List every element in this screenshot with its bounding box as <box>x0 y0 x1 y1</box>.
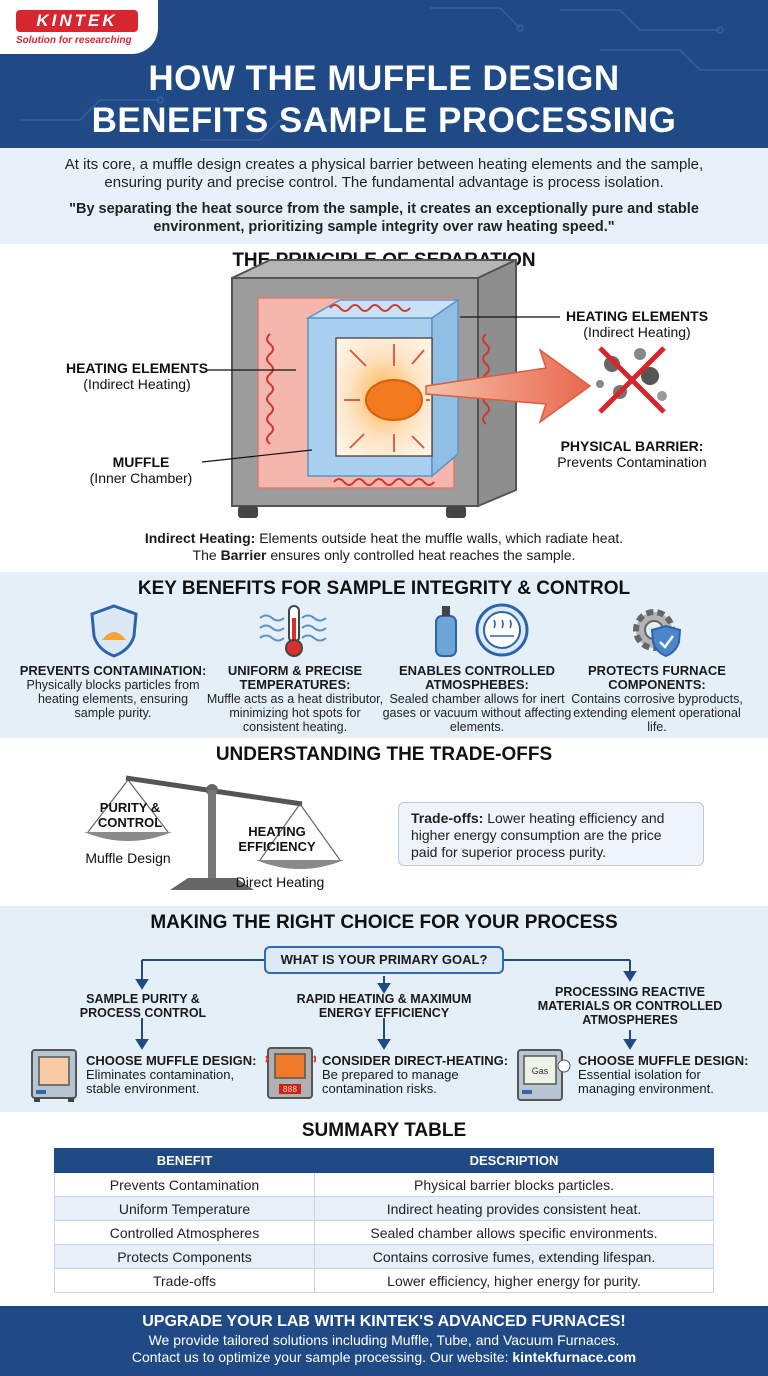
logo-tagline: Solution for researching <box>16 35 132 46</box>
benefit-controlled-atmospheres: ENABLES CONTROLLED ATMOSPHEBES: Sealed c… <box>382 663 572 735</box>
gas-cylinder-icon <box>435 603 529 657</box>
header-description: DESCRIPTION <box>314 1148 714 1173</box>
row-description: Indirect heating provides consistent hea… <box>314 1196 714 1221</box>
radiation-arrows <box>344 344 430 452</box>
tradeoffs-section: UNDERSTANDING THE TRADE-OFFS PURITY & CO… <box>0 738 768 906</box>
page-title: HOW THE MUFFLE DESIGN BENEFITS SAMPLE PR… <box>0 58 768 142</box>
decision-flow-lines <box>135 959 637 1050</box>
tradeoffs-callout: Trade-offs: Lower heating efficiency and… <box>398 802 704 866</box>
left-coil-icon <box>266 333 274 445</box>
result-muffle-purity: CHOOSE MUFFLE DESIGN:Eliminates contamin… <box>86 1053 257 1096</box>
website-link[interactable]: kintekfurnace.com <box>512 1349 637 1365</box>
muffle-furnace-icon <box>31 1049 77 1102</box>
barrier-arrow-icon <box>425 348 592 424</box>
benefit-protects-components: PROTECTS FURNACE COMPONENTS: Contains co… <box>571 663 743 735</box>
summary-table: BENEFIT DESCRIPTION Prevents Contaminati… <box>54 1148 714 1293</box>
row-benefit: Prevents Contamination <box>54 1172 315 1197</box>
benefits-title: KEY BENEFITS FOR SAMPLE INTEGRITY & CONT… <box>137 578 631 599</box>
row-description: Physical barrier blocks particles. <box>314 1172 714 1197</box>
benefit-prevents-contamination: PREVENTS CONTAMINATION: Physically block… <box>19 663 207 721</box>
label-physical-barrier: PHYSICAL BARRIER:Prevents Contamination <box>557 438 707 470</box>
header-banner: KINTEK Solution for researching HOW THE … <box>0 0 768 148</box>
thermometer-icon <box>259 605 327 657</box>
intro-section: At its core, a muffle design creates a p… <box>0 148 768 244</box>
primary-goal-box[interactable]: WHAT IS YOUR PRIMARY GOAL? <box>264 946 504 974</box>
header-benefit: BENEFIT <box>54 1148 315 1173</box>
title-line-2: BENEFITS SAMPLE PROCESSING <box>91 101 677 140</box>
footer-title: UPGRADE YOUR LAB WITH KINTEK'S ADVANCED … <box>142 1313 626 1330</box>
footer-line-2: Contact us to optimize your sample proce… <box>131 1349 637 1365</box>
sample-blob <box>365 379 423 421</box>
furnace-display-readout: 888 <box>283 1085 298 1094</box>
scale-right-sub: Direct Heating <box>235 874 325 890</box>
balance-scale-icon <box>84 775 344 890</box>
separation-note: Indirect Heating: Elements outside heat … <box>144 530 624 563</box>
row-benefit: Protects Components <box>54 1244 315 1269</box>
scale-left-sub: Muffle Design <box>85 850 171 866</box>
footer-cta: UPGRADE YOUR LAB WITH KINTEK'S ADVANCED … <box>0 1306 768 1376</box>
summary-title: SUMMARY TABLE <box>301 1120 467 1141</box>
label-heating-elements-left: HEATING ELEMENTS(Indirect Heating) <box>65 360 209 392</box>
row-benefit: Controlled Atmospheres <box>54 1220 315 1245</box>
row-description: Contains corrosive fumes, extending life… <box>314 1244 714 1269</box>
title-line-1: HOW THE MUFFLE DESIGN <box>148 59 620 98</box>
row-benefit: Trade-offs <box>54 1268 315 1293</box>
benefits-section: KEY BENEFITS FOR SAMPLE INTEGRITY & CONT… <box>0 572 768 738</box>
tradeoffs-title: UNDERSTANDING THE TRADE-OFFS <box>215 744 553 765</box>
shield-icon <box>90 604 138 658</box>
result-muffle-atmosphere: CHOOSE MUFFLE DESIGN:Essential isolation… <box>578 1053 749 1096</box>
atmosphere-furnace-icon: Gas <box>517 1049 571 1101</box>
result-direct-heating: CONSIDER DIRECT-HEATING:Be prepared to m… <box>322 1053 509 1096</box>
intro-text: At its core, a muffle design creates a p… <box>64 156 704 191</box>
gear-shield-icon <box>633 609 682 658</box>
summary-section: SUMMARY TABLE BENEFIT DESCRIPTION Preven… <box>0 1112 768 1306</box>
benefit-uniform-temperatures: UNIFORM & PRECISE TEMPERATURES: Muffle a… <box>206 663 384 735</box>
label-heating-elements-right: HEATING ELEMENTS(Indirect Heating) <box>565 308 709 340</box>
row-benefit: Uniform Temperature <box>54 1196 315 1221</box>
scale-right-title: HEATING EFFICIENCY <box>238 824 316 854</box>
footer-line-1: We provide tailored solutions including … <box>148 1332 620 1348</box>
goal-option-reactive-materials: PROCESSING REACTIVE MATERIALS OR CONTROL… <box>537 985 723 1027</box>
separation-section: THE PRINCIPLE OF SEPARATION <box>0 244 768 572</box>
intro-quote: "By separating the heat source from the … <box>69 201 699 235</box>
bottom-coil-icon <box>333 478 435 486</box>
row-description: Lower efficiency, higher energy for puri… <box>314 1268 714 1293</box>
blocked-particles-icon <box>596 346 667 414</box>
choice-title: MAKING THE RIGHT CHOICE FOR YOUR PROCESS <box>150 912 618 933</box>
choice-section: MAKING THE RIGHT CHOICE FOR YOUR PROCESS… <box>0 906 768 1112</box>
goal-option-rapid-heating: RAPID HEATING & MAXIMUM ENERGY EFFICIENC… <box>296 992 472 1020</box>
goal-option-purity: SAMPLE PURITY & PROCESS CONTROL <box>79 992 207 1020</box>
circuit-pattern-decoration <box>20 7 768 141</box>
muffle-diagram <box>201 258 667 518</box>
kintek-logo: KINTEK <box>16 10 138 32</box>
row-description: Sealed chamber allows specific environme… <box>314 1220 714 1245</box>
direct-heating-furnace-icon: 888 <box>265 1047 316 1099</box>
label-muffle: MUFFLE(Inner Chamber) <box>89 454 193 486</box>
scale-left-title: PURITY & CONTROL <box>97 800 163 830</box>
top-coil-icon <box>329 304 411 312</box>
logo-area[interactable]: KINTEK Solution for researching <box>0 0 158 54</box>
gas-label: Gas <box>532 1066 549 1076</box>
